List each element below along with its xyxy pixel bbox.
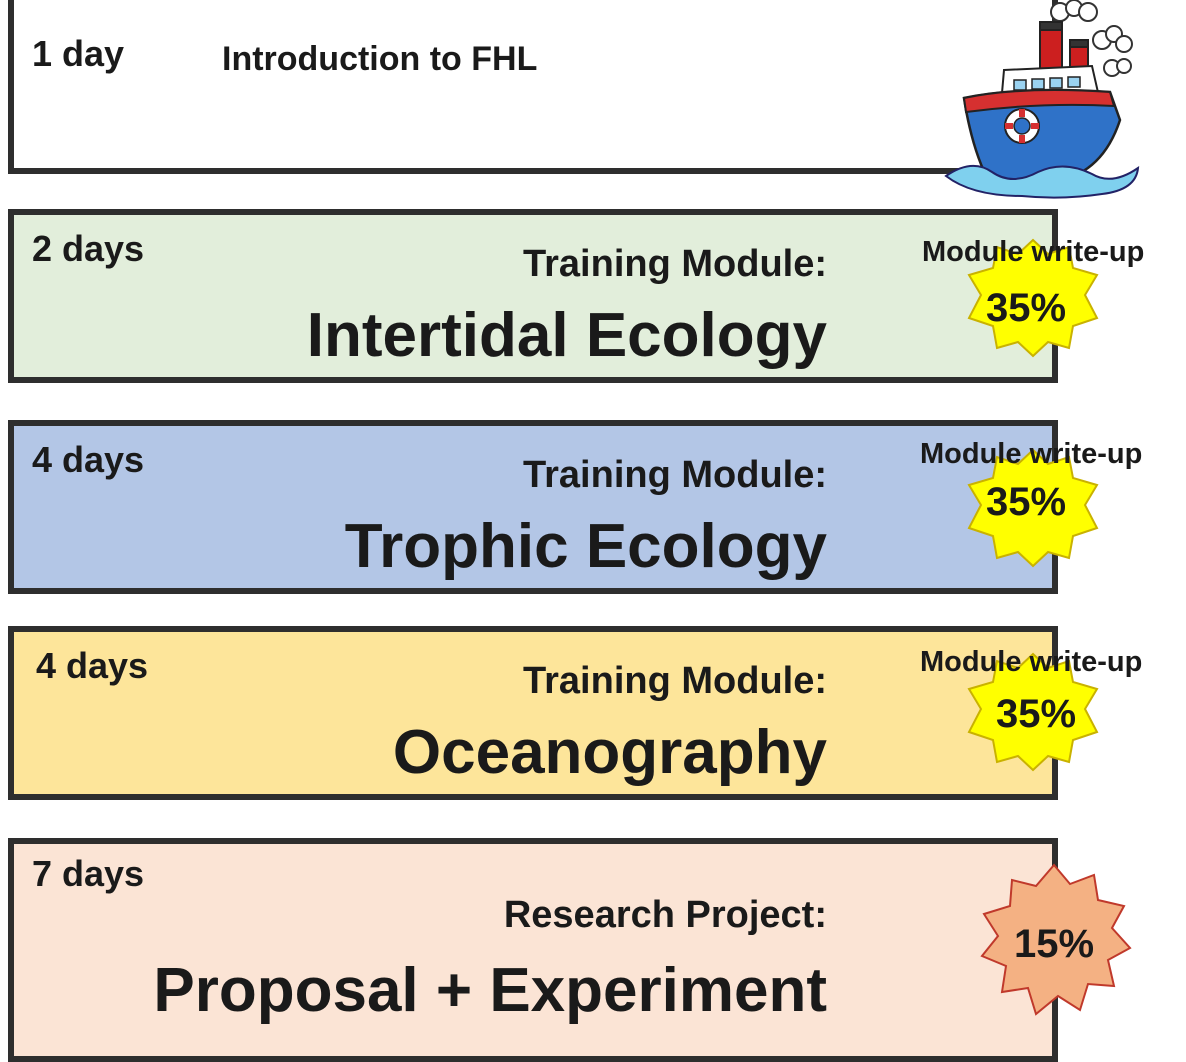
duration-label: 2 days: [32, 228, 145, 269]
duration-label: 1 day: [32, 33, 125, 74]
percent-value: 35%: [986, 286, 1067, 330]
percent-burst-icon: [980, 863, 1132, 1016]
cartoon-ship-icon: [944, 0, 1140, 199]
percent-value: 35%: [996, 692, 1077, 736]
writeup-label: Module write-up: [920, 646, 1143, 678]
module-box-intertidal: 2 days Training Module: Intertidal Ecolo…: [8, 209, 1058, 383]
module-title: Trophic Ecology: [344, 512, 827, 581]
duration-label: 4 days: [36, 645, 149, 686]
intro-box: 1 day Introduction to FHL: [8, 0, 1058, 174]
percent-burst-icon: [967, 652, 1099, 772]
intro-title: Introduction to FHL: [222, 40, 538, 78]
module-label: Training Module:: [523, 660, 827, 702]
duration-label: 7 days: [32, 853, 145, 894]
module-label: Training Module:: [523, 454, 827, 496]
writeup-label: Module write-up: [922, 236, 1145, 268]
module-title: Oceanography: [392, 718, 827, 787]
module-box-trophic: 4 days Training Module: Trophic Ecology: [8, 420, 1058, 594]
module-box-oceanography: 4 days Training Module: Oceanography: [8, 626, 1058, 800]
percent-value: 15%: [1014, 922, 1095, 966]
project-title: Proposal + Experiment: [153, 956, 827, 1025]
duration-label: 4 days: [32, 439, 145, 480]
project-box: 7 days Research Project: Proposal + Expe…: [8, 838, 1058, 1062]
module-title: Intertidal Ecology: [306, 301, 827, 370]
percent-value: 35%: [986, 480, 1067, 524]
project-label: Research Project:: [503, 894, 827, 936]
percent-burst-icon: [967, 238, 1099, 358]
module-label: Training Module:: [523, 243, 827, 285]
writeup-label: Module write-up: [920, 438, 1143, 470]
percent-burst-icon: [967, 448, 1099, 568]
